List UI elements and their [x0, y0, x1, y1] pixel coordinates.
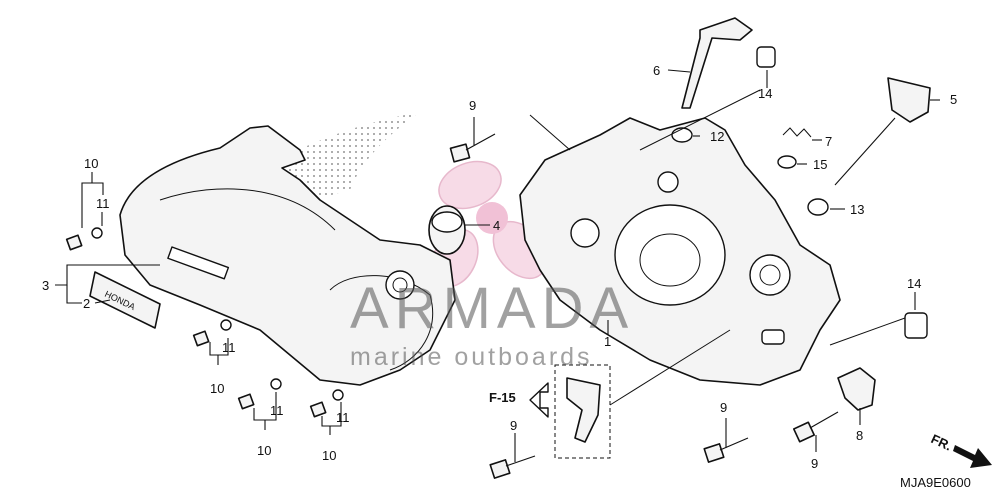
callout-2: 2: [83, 296, 90, 311]
callout-5: 5: [950, 92, 957, 107]
shift-linkage: [681, 17, 753, 109]
ref-arrow-icon: [529, 382, 549, 418]
cover-top-port: [657, 171, 679, 193]
forward-arrow-icon: [953, 445, 992, 468]
callout-11: 11: [270, 403, 284, 418]
bolt-9-bottom-right: [792, 411, 839, 443]
honda-emblem: HONDA: [89, 271, 161, 329]
callout-11: 11: [336, 410, 350, 425]
bolt-10-group-b: [192, 319, 232, 347]
callout-4: 4: [493, 218, 500, 233]
cover-boss: [385, 270, 415, 300]
ref-bracket: [566, 377, 601, 443]
callout-10: 10: [322, 448, 336, 463]
oil-seal-4: [428, 205, 466, 255]
callout-9: 9: [469, 98, 476, 113]
callout-7: 7: [825, 134, 832, 149]
callout-11: 11: [96, 196, 110, 211]
collar-14-bottom: [904, 312, 928, 339]
o-ring-13: [807, 198, 829, 216]
watermark-brand: ARMADA: [350, 276, 634, 341]
cover-round-boss: [614, 204, 726, 306]
callout-9: 9: [720, 400, 727, 415]
cover-right-port: [749, 254, 791, 296]
callout-15: 15: [813, 157, 827, 172]
left-crankcase-cover: [119, 125, 456, 386]
callout-1: 1: [604, 334, 611, 349]
callout-12: 12: [710, 129, 724, 144]
bolt-10-group-c: [237, 378, 282, 410]
callout-8: 8: [856, 428, 863, 443]
cover-right-port-inner: [759, 264, 781, 286]
ref-label: F-15: [489, 390, 516, 405]
watermark-tagline: marine outboards: [350, 343, 593, 371]
callout-14: 14: [758, 86, 772, 101]
callout-3: 3: [42, 278, 49, 293]
cover-round-boss-inner: [639, 233, 701, 287]
callout-10: 10: [257, 443, 271, 458]
oil-level-gauge: [834, 77, 931, 186]
cover-slot: [167, 246, 230, 280]
callout-10: 10: [210, 381, 224, 396]
bolt-9-top: [449, 133, 496, 163]
cover-inner-ridge: [159, 188, 336, 231]
bolt-9-bottom-mid: [703, 437, 749, 463]
collar-14-top: [756, 46, 776, 68]
bolt-10-group-a: [65, 227, 103, 251]
cover-inner-rim: [329, 275, 434, 371]
callout-9: 9: [510, 418, 517, 433]
cover-boss-inner: [392, 277, 408, 293]
bracket-8: [837, 367, 876, 411]
callout-14: 14: [907, 276, 921, 291]
callout-13: 13: [850, 202, 864, 217]
callout-10: 10: [84, 156, 98, 171]
watermark-propeller-logo: [431, 160, 548, 288]
callout-11: 11: [222, 340, 236, 355]
cover-left-port: [570, 218, 600, 248]
ref-bracket-box: [554, 364, 611, 459]
cover-lower-tab: [761, 329, 785, 345]
bolt-10-group-d: [309, 389, 344, 418]
diagram-code: MJA9E0600: [900, 475, 971, 490]
washer-15: [777, 155, 797, 169]
spring-7: [782, 127, 812, 138]
direction-label: FR.: [929, 431, 954, 453]
callout-9: 9: [811, 456, 818, 471]
bolt-9-bottom-left: [489, 455, 536, 479]
callout-6: 6: [653, 63, 660, 78]
leader-lines: [55, 69, 940, 462]
oil-seal-12: [671, 127, 693, 143]
